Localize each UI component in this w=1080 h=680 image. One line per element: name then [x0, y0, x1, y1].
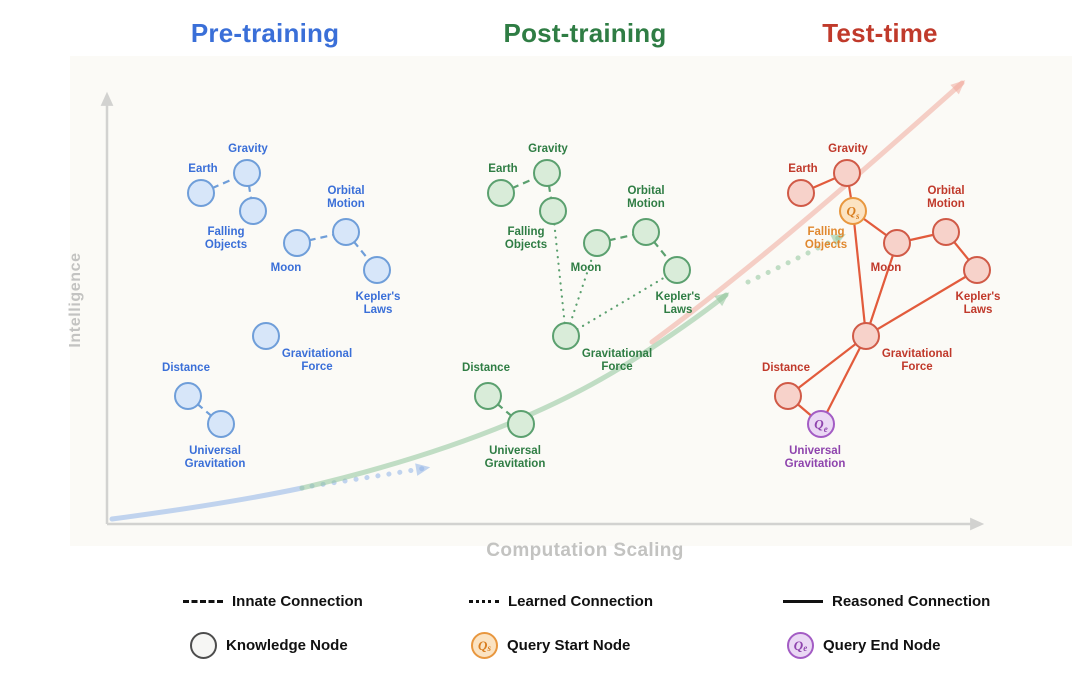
- node-pre-training-unigrav: [207, 410, 235, 438]
- phase-title-post-training: Post-training: [503, 18, 667, 48]
- node-pre-training-kepler: [363, 256, 391, 284]
- node-test-time-distance: [774, 382, 802, 410]
- node-pre-training-falling: [239, 197, 267, 225]
- node-label-test-time-earth: Earth: [788, 163, 817, 175]
- plot-area: [70, 56, 1072, 546]
- node-pre-training-gravity: [233, 159, 261, 187]
- node-label-post-training-moon: Moon: [571, 262, 602, 274]
- trajectory-pre-training-solid: [109, 485, 305, 522]
- node-label-pre-training-earth: Earth: [188, 163, 217, 175]
- learned-connection-line-icon: [469, 599, 499, 603]
- edge-test-time-gravforce-unigrav: [820, 335, 867, 425]
- node-pre-training-moon: [283, 229, 311, 257]
- node-label-test-time-distance: Distance: [762, 362, 810, 374]
- node-test-time-unigrav: [807, 410, 835, 438]
- node-post-training-distance: [474, 382, 502, 410]
- node-label-test-time-gravity: Gravity: [828, 143, 868, 155]
- node-test-time-kepler: [963, 256, 991, 284]
- node-test-time-gravity: [833, 159, 861, 187]
- node-label-pre-training-distance: Distance: [162, 362, 210, 374]
- legend-item-learned-connection: Learned Connection: [469, 588, 653, 614]
- node-pre-training-distance: [174, 382, 202, 410]
- node-post-training-orbital: [632, 218, 660, 246]
- node-label-pre-training-moon: Moon: [271, 262, 302, 274]
- legend-item-reasoned-connection: Reasoned Connection: [783, 588, 990, 614]
- trajectory-post-training-dotted: [745, 233, 846, 285]
- legend-label-innate-connection: Innate Connection: [232, 592, 363, 610]
- y-axis-label: Intelligence: [67, 252, 84, 348]
- node-post-training-falling: [539, 197, 567, 225]
- node-post-training-kepler: [663, 256, 691, 284]
- node-post-training-gravity: [533, 159, 561, 187]
- node-post-training-unigrav: [507, 410, 535, 438]
- legend-label-query-start-node: Query Start Node: [507, 636, 631, 654]
- node-pre-training-orbital: [332, 218, 360, 246]
- phase-title-test-time: Test-time: [822, 18, 938, 48]
- node-symbol-qe: Qe: [814, 417, 827, 435]
- node-label-post-training-gravity: Gravity: [528, 143, 568, 155]
- node-test-time-gravforce: [852, 322, 880, 350]
- trajectory-test-time-solid: [649, 80, 966, 345]
- legend-label-reasoned-connection: Reasoned Connection: [832, 592, 991, 610]
- node-post-training-earth: [487, 179, 515, 207]
- legend-label-query-end-node: Query End Node: [823, 636, 941, 654]
- node-test-time-moon: [883, 229, 911, 257]
- node-label-post-training-earth: Earth: [488, 163, 517, 175]
- x-axis-label: Computation Scaling: [486, 540, 684, 561]
- node-post-training-gravforce: [552, 322, 580, 350]
- legend-item-knowledge-node: Knowledge Node: [190, 631, 348, 659]
- legend-label-learned-connection: Learned Connection: [508, 592, 654, 610]
- phase-title-pre-training: Pre-training: [190, 18, 340, 48]
- node-post-training-moon: [583, 229, 611, 257]
- node-label-post-training-distance: Distance: [462, 362, 510, 374]
- edge-test-time-gravforce-moon: [864, 242, 899, 337]
- edge-test-time-gravforce-kepler: [865, 269, 978, 337]
- edge-test-time-gravforce-falling: [851, 210, 868, 337]
- legend-label-knowledge-node: Knowledge Node: [226, 636, 348, 654]
- node-label-pre-training-gravity: Gravity: [228, 143, 268, 155]
- reasoned-connection-line-icon: [783, 599, 823, 603]
- legend-item-innate-connection: Innate Connection: [183, 588, 363, 614]
- node-test-time-earth: [787, 179, 815, 207]
- node-test-time-orbital: [932, 218, 960, 246]
- knowledge-node-icon: [190, 631, 217, 659]
- node-pre-training-gravforce: [252, 322, 280, 350]
- node-pre-training-earth: [187, 179, 215, 207]
- node-test-time-falling: [839, 197, 867, 225]
- trajectory-post-training-solid: [299, 292, 730, 491]
- node-symbol-qs: Qs: [847, 204, 860, 222]
- edge-test-time-gravforce-distance: [787, 335, 867, 397]
- edge-post-training-gravforce-falling: [551, 209, 568, 338]
- innate-connection-line-icon: [183, 599, 223, 603]
- node-label-test-time-moon: Moon: [871, 262, 902, 274]
